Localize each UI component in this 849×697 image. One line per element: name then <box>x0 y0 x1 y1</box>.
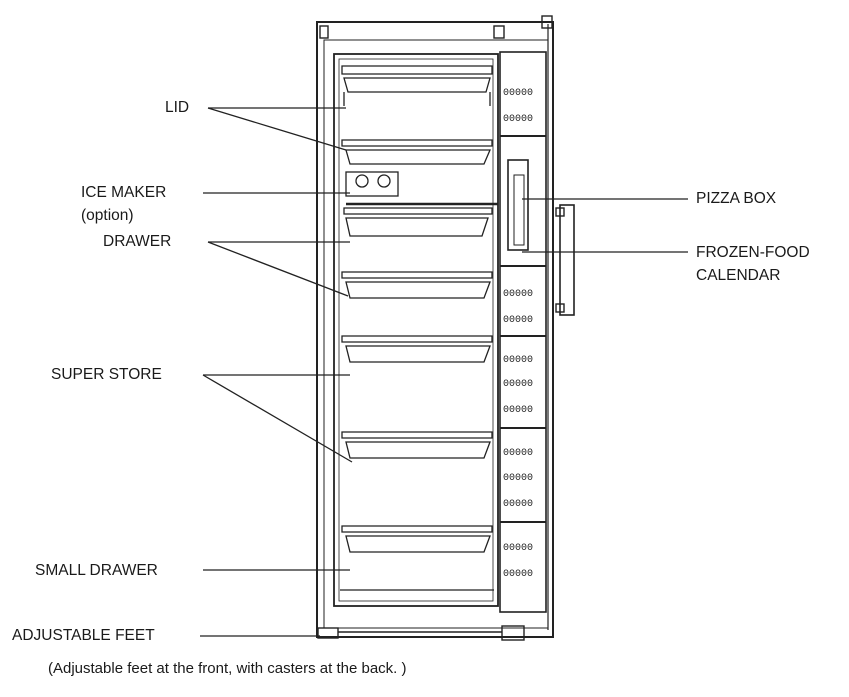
door-handle <box>559 204 575 316</box>
top-hinge-far-right <box>541 15 553 29</box>
compartment-inner <box>338 58 494 602</box>
door-rack-row: 00000 <box>503 499 533 510</box>
label-ice-maker-option: (option) <box>81 207 134 224</box>
label-drawer: DRAWER <box>103 233 172 250</box>
label-super-store: SUPER STORE <box>51 366 162 383</box>
leader-lines <box>200 107 688 637</box>
shelves <box>340 65 498 591</box>
top-hinge-left <box>319 25 329 39</box>
top-hinge-right <box>493 25 505 39</box>
label-small-drawer: SMALL DRAWER <box>35 562 158 579</box>
label-ice-maker: ICE MAKER <box>81 184 167 201</box>
cabinet-outline <box>316 21 554 638</box>
label-adjustable-feet: ADJUSTABLE FEET <box>12 627 155 644</box>
door-rack-row: 00000 <box>503 448 533 459</box>
door-rack-row: 00000 <box>503 88 533 99</box>
door-rack-row: 00000 <box>503 289 533 300</box>
calendar-shape <box>513 174 525 246</box>
cabinet-inner-outline <box>323 39 549 629</box>
pizza-box-shape <box>507 159 529 251</box>
door-rack-row: 00000 <box>503 379 533 390</box>
door-rack-row: 00000 <box>503 473 533 484</box>
compartment-frame <box>333 53 499 607</box>
label-frozen-food: FROZEN-FOOD <box>696 244 810 261</box>
label-pizza-box: PIZZA BOX <box>696 190 777 207</box>
foot-right <box>501 625 525 641</box>
door-rack-row: 00000 <box>503 569 533 580</box>
label-lid: LID <box>165 99 190 116</box>
door-column <box>499 51 547 613</box>
door-rack-row: 00000 <box>503 114 533 125</box>
door-rack-row: 00000 <box>503 405 533 416</box>
foot-left <box>317 627 339 639</box>
door-rack-row: 00000 <box>503 355 533 366</box>
label-calendar: CALENDAR <box>696 267 781 284</box>
footnote: (Adjustable feet at the front, with cast… <box>48 660 407 677</box>
door-rack-row: 00000 <box>503 543 533 554</box>
door-rack-row: 00000 <box>503 315 533 326</box>
